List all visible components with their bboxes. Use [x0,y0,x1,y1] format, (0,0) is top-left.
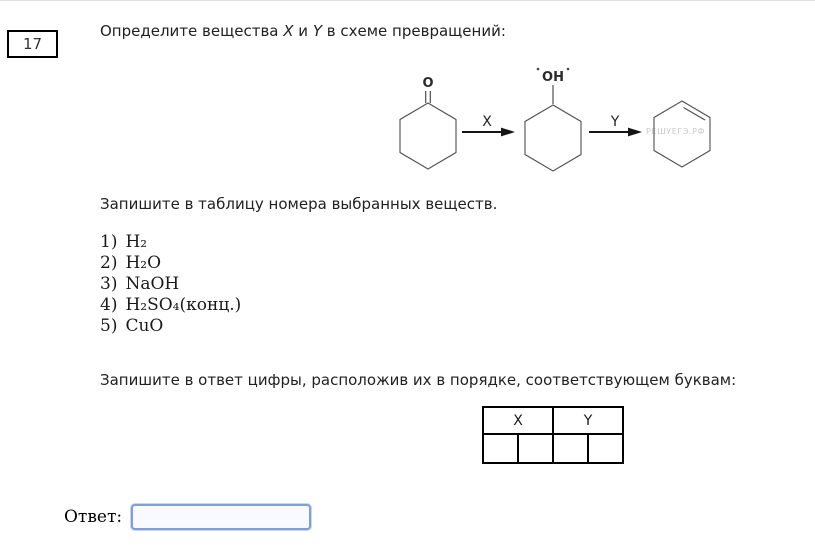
list-item: 1) H₂ [100,232,241,253]
arrow-x: X [462,114,515,137]
list-item: 4) H₂SO₄(конц.) [100,295,241,316]
arrow-y-label: Y [610,114,620,130]
arrow-x-label: X [482,114,492,130]
cyclohexane-ring [399,102,457,170]
question-var-y: Y [312,22,322,40]
answer-cell [517,433,554,464]
cyclohexanol-structure: OH [524,67,582,172]
item-number: 3) [100,274,118,294]
instruction-answer-text: Запишите в ответ цифры, расположив их в … [100,371,737,389]
instruction-table-text: Запишите в таблицу номера выбранных веще… [100,195,498,213]
item-number: 2) [100,253,118,273]
item-number: 1) [100,232,118,252]
question-title: Определите вещества X и Y в схеме превра… [100,22,506,40]
reaction-scheme: O X OH Y РЕШУЕГЭ.РФ [399,67,711,172]
carbonyl-oxygen-label: O [422,76,433,91]
item-formula: H₂O [125,253,162,273]
item-number: 5) [100,316,118,336]
hydroxyl-group-label: OH [542,70,564,85]
answer-table-header-row: X Y [482,406,624,435]
item-formula: CuO [125,316,164,336]
item-number: 4) [100,295,118,315]
answer-table-cells-row [482,433,624,464]
answer-label: Ответ: [64,507,123,527]
answer-cell [482,433,519,464]
question-text-conj: и [293,22,313,40]
cyclohexane-ring [524,104,582,172]
list-item: 5) CuO [100,316,241,337]
scan-dot [536,67,540,71]
question-number-box: 17 [7,30,58,58]
substance-list: 1) H₂ 2) H₂O 3) NaOH 4) H₂SO₄(конц.) 5) CuO [100,232,241,337]
question-text-part1: Определите вещества [100,22,284,40]
item-formula: NaOH [125,274,180,294]
arrow-y: Y [589,114,642,137]
question-text-part2: в схеме превращений: [322,22,506,40]
watermark: РЕШУЕГЭ.РФ [646,127,705,136]
column-header-y: Y [552,406,624,435]
question-number: 17 [22,35,43,53]
list-item: 3) NaOH [100,274,241,295]
item-formula: H₂ [125,232,148,252]
question-var-x: X [283,22,294,40]
arrow-head [501,127,515,137]
scan-dot [566,67,570,71]
arrow-head [628,127,642,137]
answer-row: Ответ: [64,504,312,530]
list-item: 2) H₂O [100,253,241,274]
cyclohexanone-structure: O [399,76,457,170]
answer-cell [552,433,589,464]
answer-input[interactable] [131,504,312,530]
answer-cell [587,433,624,464]
cyclohexene-structure: РЕШУЕГЭ.РФ [646,100,711,168]
column-header-x: X [482,406,554,435]
answer-table: X Y [482,406,624,464]
cyclohexene-ring [653,100,711,168]
double-bond-inner-line [683,106,706,121]
item-formula: H₂SO₄(конц.) [125,295,242,315]
